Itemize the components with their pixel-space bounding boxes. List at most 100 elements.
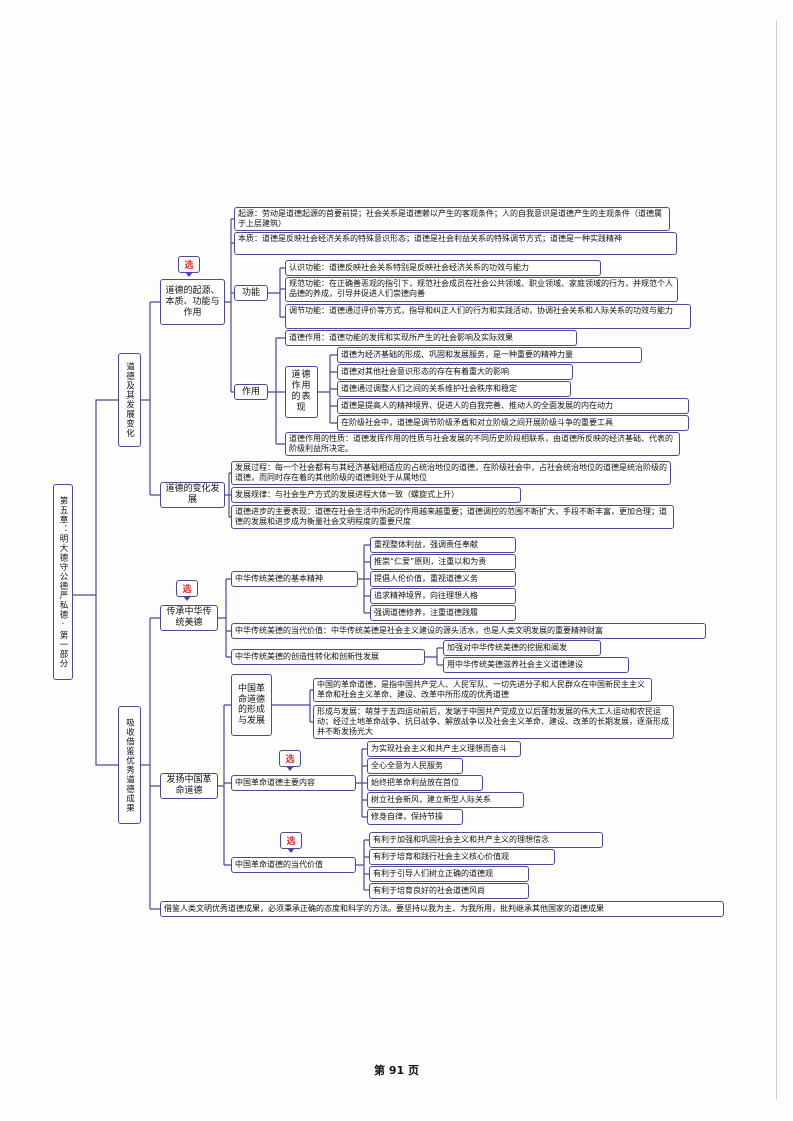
leaf-transform-2: 用中华传统美德滋养社会主义道德建设	[443, 657, 629, 673]
leaf-change-law-text: 发展规律：与社会生产方式的发展进程大体一致（螺旋式上升）	[235, 490, 459, 499]
leaf-transform-1-text: 加强对中华传统美德的挖掘和阐发	[447, 643, 567, 652]
section-moral-development-title: 道德及其发展变化	[124, 362, 135, 438]
node-traditional-virtue: 传承中华传统美德	[160, 605, 218, 631]
leaf-change-process-text: 发展过程：每一个社会都有与其经济基础相适应的占统治地位的道德，在阶级社会中，占社…	[235, 463, 667, 482]
leaf-function-norm-text: 规范功能：在正确善恶观的指引下，规范社会成员在社会公共领域、职业领域、家庭领域的…	[289, 279, 673, 298]
select-badge-origin-text: 选	[184, 261, 194, 271]
leaf-value-1-text: 有利于加强和巩固社会主义和共产主义的理想信念	[373, 835, 549, 844]
select-badge-traditional: 选	[176, 580, 198, 601]
leaf-value-3: 有利于引导人们树立正确的道德观	[369, 866, 529, 882]
leaf-benzhi-text: 本质：道德是反映社会经济关系的特殊意识形态；道德是社会利益关系的特殊调节方式；道…	[238, 234, 622, 243]
leaf-change-law: 发展规律：与社会生产方式的发展进程大体一致（螺旋式上升）	[231, 487, 521, 503]
leaf-change-progress: 道德进步的主要表现：道德在社会生活中所起的作用越来越重要；道德调控的范围不断扩大…	[231, 505, 674, 529]
leaf-qiyuan: 起源：劳动是道德起源的首要前提；社会关系是道德赖以产生的客观条件；人的自我意识是…	[234, 207, 670, 231]
leaf-effect-nature: 道德作用的性质：道德发挥作用的性质与社会发展的不同历史阶段相联系，由道德所反映的…	[285, 432, 680, 456]
leaf-function-norm: 规范功能：在正确善恶观的指引下，规范社会成员在社会公共领域、职业领域、家庭领域的…	[285, 277, 678, 302]
node-revolution-value: 中国革命道德的当代价值	[231, 857, 356, 873]
section-moral-development: 道德及其发展变化	[118, 353, 141, 447]
leaf-spirit-3: 提倡人伦价值，重视道德义务	[370, 571, 516, 587]
leaf-manifest-2: 道德对其他社会意识形态的存在有着重大的影响	[337, 364, 573, 380]
node-moral-change-label: 道德的变化发展	[165, 484, 220, 505]
node-function-label: 功能	[241, 288, 260, 298]
leaf-manifest-5-text: 在阶级社会中，道德是调节阶级矛盾和对立阶级之间开展阶级斗争的重要工具	[341, 418, 613, 427]
leaf-function-cognition-text: 认识功能：道德反映社会关系特别是反映社会经济关系的功效与能力	[289, 263, 529, 272]
node-effect-manifestation-label: 道德作用的表现	[291, 370, 312, 413]
chapter-title-box: 第五章：明大德守公德严私德·第一部分	[53, 484, 73, 680]
leaf-value-4-text: 有利于培育良好的社会道德风尚	[373, 886, 485, 895]
leaf-manifest-1-text: 道德为经济基础的形成、巩固和发展服务，是一种重要的精神力量	[341, 350, 573, 359]
leaf-spirit-2: 推崇“仁爱”原则，注重以和为贵	[370, 554, 516, 570]
leaf-value-4: 有利于培育良好的社会道德风尚	[369, 883, 529, 899]
leaf-manifest-4-text: 道德是提高人的精神境界、促进人的自我完善、推动人的全面发展的内在动力	[341, 401, 613, 410]
leaf-borrow-human-civilization: 借鉴人类文明优秀道德成果，必须秉承正确的态度和科学的方法。要坚持以我为主、为我所…	[160, 901, 724, 917]
leaf-effect-definition-text: 道德作用：道德功能的发挥和实现所产生的社会影响及实际效果	[289, 333, 513, 342]
node-traditional-spirit: 中华传统美德的基本精神	[231, 571, 358, 587]
leaf-manifest-3: 道德通过调整人们之间的关系维护社会秩序和稳定	[337, 381, 571, 397]
leaf-revolution-def: 中国的革命道德，是指中国共产党人、人民军队、一切先进分子和人民群众在中国新民主主…	[313, 678, 652, 702]
node-origin-nature: 道德的起源、本质、功能与作用	[160, 279, 225, 325]
leaf-spirit-2-text: 推崇“仁爱”原则，注重以和为贵	[374, 557, 487, 566]
chapter-title: 第五章：明大德守公德严私德·第一部分	[58, 495, 68, 669]
leaf-value-3-text: 有利于引导人们树立正确的道德观	[373, 869, 493, 878]
leaf-content-5: 修身自律，保持节操	[367, 809, 463, 825]
leaf-content-3: 始终把革命利益放在首位	[367, 775, 483, 791]
leaf-content-4: 树立社会新风，建立新型人际关系	[367, 792, 524, 808]
leaf-borrow-human-civilization-text: 借鉴人类文明优秀道德成果，必须秉承正确的态度和科学的方法。要坚持以我为主、为我所…	[164, 904, 604, 913]
node-revolution-content: 中国革命道德主要内容	[231, 775, 356, 791]
leaf-manifest-2-text: 道德对其他社会意识形态的存在有着重大的影响	[341, 367, 509, 376]
leaf-content-4-text: 树立社会新风，建立新型人际关系	[371, 795, 491, 804]
leaf-content-1: 为实现社会主义和共产主义理想而奋斗	[367, 741, 521, 757]
node-revolutionary-moral-label: 发扬中国革命道德	[166, 775, 212, 796]
leaf-change-progress-text: 道德进步的主要表现：道德在社会生活中所起的作用越来越重要；道德调控的范围不断扩大…	[235, 507, 667, 526]
section-excellent-moral-achievements: 吸收借鉴优秀道德成果	[118, 706, 141, 824]
node-effect-label: 作用	[241, 387, 260, 397]
page-edge-line	[776, 20, 777, 1100]
leaf-content-1-text: 为实现社会主义和共产主义理想而奋斗	[371, 744, 507, 753]
leaf-revolution-develop-text: 形成与发展：萌芽于五四运动前后，发端于中国共产党成立以后蓬勃发展的伟大工人运动和…	[317, 707, 669, 736]
leaf-spirit-5-text: 强调道德修养，注重道德践履	[374, 608, 478, 617]
leaf-manifest-4: 道德是提高人的精神境界、促进人的自我完善、推动人的全面发展的内在动力	[337, 398, 689, 414]
leaf-spirit-4: 追求精神境界，向往理想人格	[370, 588, 516, 604]
leaf-revolution-def-text: 中国的革命道德，是指中国共产党人、人民军队、一切先进分子和人民群众在中国新民主主…	[317, 680, 645, 699]
leaf-transform-1: 加强对中华传统美德的挖掘和阐发	[443, 640, 601, 656]
node-revolution-value-label: 中国革命道德的当代价值	[235, 860, 323, 869]
leaf-traditional-value-text: 中华传统美德的当代价值：中华传统美德是社会主义建设的源头活水，也是人类文明发展的…	[235, 626, 603, 635]
leaf-manifest-3-text: 道德通过调整人们之间的关系维护社会秩序和稳定	[341, 384, 517, 393]
leaf-spirit-1: 重视整体利益，强调责任奉献	[370, 537, 516, 553]
leaf-qiyuan-text: 起源：劳动是道德起源的首要前提；社会关系是道德赖以产生的客观条件；人的自我意识是…	[238, 209, 662, 228]
leaf-content-5-text: 修身自律，保持节操	[371, 812, 443, 821]
leaf-content-2-text: 全心全意为人民服务	[371, 761, 443, 770]
select-badge-traditional-text: 选	[182, 585, 192, 595]
select-badge-value-text: 选	[286, 837, 296, 847]
leaf-manifest-1: 道德为经济基础的形成、巩固和发展服务，是一种重要的精神力量	[337, 347, 642, 363]
leaf-value-1: 有利于加强和巩固社会主义和共产主义的理想信念	[369, 832, 603, 848]
leaf-effect-definition: 道德作用：道德功能的发挥和实现所产生的社会影响及实际效果	[285, 330, 577, 346]
node-revolution-content-label: 中国革命道德主要内容	[235, 778, 315, 787]
node-revolution-formation-label: 中国革命道德的形成与发展	[238, 684, 266, 726]
node-traditional-virtue-label: 传承中华传统美德	[166, 607, 212, 628]
leaf-benzhi: 本质：道德是反映社会经济关系的特殊意识形态；道德是社会利益关系的特殊调节方式；道…	[234, 232, 677, 255]
leaf-spirit-4-text: 追求精神境界，向往理想人格	[374, 591, 478, 600]
leaf-value-2-text: 有利于培育和践行社会主义核心价值观	[373, 852, 509, 861]
node-moral-change: 道德的变化发展	[160, 482, 225, 508]
node-effect: 作用	[234, 384, 268, 400]
leaf-transform-2-text: 用中华传统美德滋养社会主义道德建设	[447, 660, 583, 669]
leaf-content-3-text: 始终把革命利益放在首位	[371, 778, 459, 787]
leaf-value-2: 有利于培育和践行社会主义核心价值观	[369, 849, 555, 865]
node-effect-manifestation: 道德作用的表现	[285, 366, 318, 418]
node-traditional-transform-label: 中华传统美德的创造性转化和创新性发展	[235, 652, 379, 661]
leaf-manifest-5: 在阶级社会中，道德是调节阶级矛盾和对立阶级之间开展阶级斗争的重要工具	[337, 415, 689, 431]
leaf-function-regulate: 调节功能：道德通过评价等方式，指导和纠正人们的行为和实践活动，协调社会关系和人际…	[285, 304, 691, 329]
select-badge-content-text: 选	[285, 755, 295, 765]
leaf-change-process: 发展过程：每一个社会都有与其经济基础相适应的占统治地位的道德，在阶级社会中，占社…	[231, 461, 671, 485]
node-traditional-transform: 中华传统美德的创造性转化和创新性发展	[231, 649, 425, 665]
select-badge-origin: 选	[178, 256, 200, 277]
node-origin-nature-label: 道德的起源、本质、功能与作用	[165, 285, 220, 318]
page-number: 第 91 页	[374, 1064, 419, 1077]
select-badge-content: 选	[279, 750, 301, 771]
section-excellent-moral-achievements-title: 吸收借鉴优秀道德成果	[124, 717, 135, 813]
leaf-content-2: 全心全意为人民服务	[367, 758, 463, 774]
